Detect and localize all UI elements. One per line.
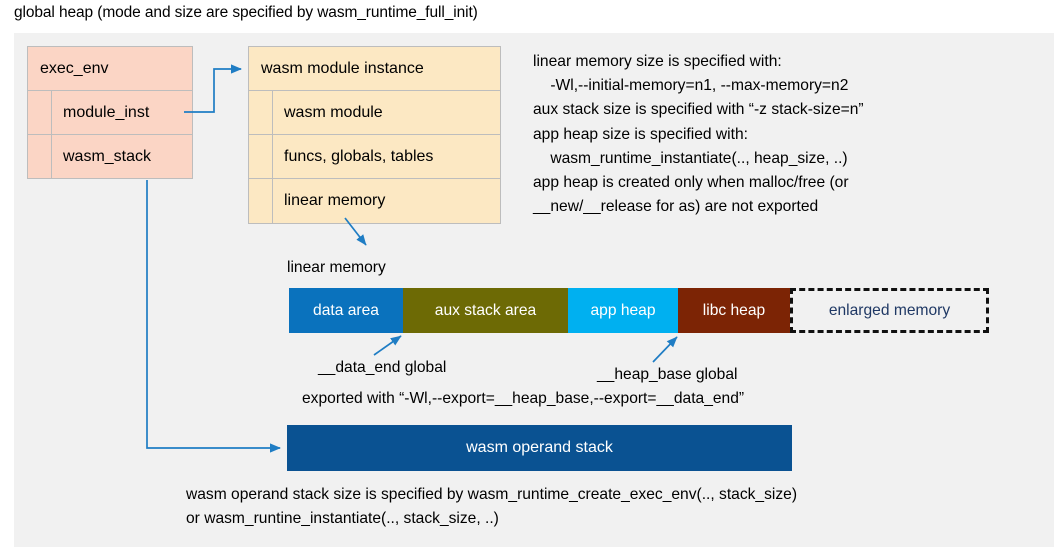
linear-memory-bar: data area aux stack area app heap libc h… [289, 288, 989, 333]
memory-segment-data-area: data area [289, 288, 403, 333]
module-instance-linear-memory-label: linear memory [284, 192, 386, 209]
memory-segment-app-heap: app heap [568, 288, 678, 333]
exec-env-wasm-stack-label: wasm_stack [63, 148, 152, 165]
wasm-module-instance-box: wasm module instance wasm module funcs, … [248, 46, 501, 224]
module-instance-header: wasm module instance [249, 47, 500, 91]
row-gutter [28, 91, 52, 134]
operand-stack-note: wasm operand stack size is specified by … [186, 486, 798, 528]
annotation-heap-base-global: __heap_base global [597, 366, 738, 383]
module-instance-row-wasm-module: wasm module [249, 91, 500, 135]
annotation-exported-with: exported with “-Wl,--export=__heap_base,… [302, 390, 745, 407]
module-instance-row-linear-memory: linear memory [249, 179, 500, 223]
memory-segment-libc-heap: libc heap [678, 288, 790, 333]
exec-env-header: exec_env [28, 47, 192, 91]
row-gutter [28, 135, 52, 179]
memory-segment-aux-stack-area: aux stack area [403, 288, 568, 333]
linear-memory-caption: linear memory [287, 259, 386, 276]
linear-memory-notes: linear memory size is specified with: -W… [533, 53, 864, 216]
row-gutter [249, 179, 273, 223]
exec-env-row-module-inst: module_inst [28, 91, 192, 135]
module-instance-wasm-module-label: wasm module [284, 103, 383, 121]
row-gutter [249, 135, 273, 178]
exec-env-module-inst-label: module_inst [63, 103, 150, 121]
annotation-data-end-global: __data_end global [318, 359, 447, 376]
module-instance-row-funcs-globals-tables: funcs, globals, tables [249, 135, 500, 179]
wasm-operand-stack-bar: wasm operand stack [287, 425, 792, 471]
exec-env-box: exec_env module_inst wasm_stack [27, 46, 193, 179]
memory-segment-enlarged-memory: enlarged memory [790, 288, 989, 333]
row-gutter [249, 91, 273, 134]
module-instance-funcs-label: funcs, globals, tables [284, 147, 434, 165]
exec-env-row-wasm-stack: wasm_stack [28, 135, 192, 179]
page-title: global heap (mode and size are specified… [14, 4, 478, 21]
